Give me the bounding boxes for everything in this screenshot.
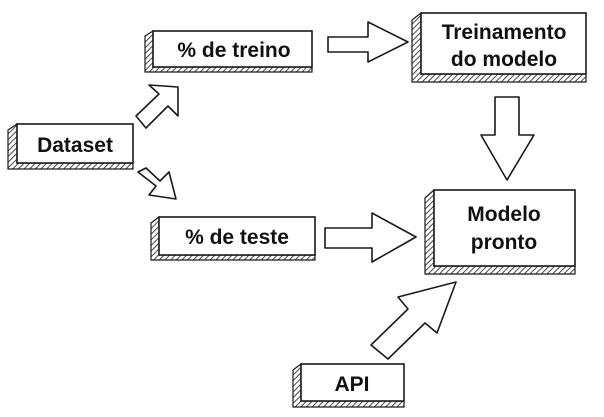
treinamento-label-line2: do modelo — [451, 48, 557, 71]
modelo-pronto-label-line2: pronto — [471, 231, 537, 254]
api-box: API — [292, 362, 405, 408]
treinamento-box: Treinamento do modelo — [411, 11, 587, 83]
dataset-box: Dataset — [7, 122, 134, 170]
arrow-dataset-to-treino — [135, 84, 179, 129]
modelo-pronto-label-line1: Modelo — [467, 203, 541, 226]
arrow-teste-to-modelo — [324, 212, 417, 263]
treino-label: % de treino — [177, 39, 290, 62]
treino-box: % de treino — [144, 29, 313, 73]
arrow-treinamento-to-modelo — [480, 96, 535, 181]
modelo-pronto-box: Modelo pronto — [424, 188, 576, 275]
arrow-treino-to-treinamento — [327, 21, 409, 63]
treinamento-label-line1: Treinamento — [442, 21, 567, 44]
teste-label: % de teste — [185, 226, 289, 249]
arrow-dataset-to-teste — [137, 167, 177, 200]
arrow-api-to-modelo — [370, 281, 457, 360]
api-label: API — [334, 373, 369, 396]
teste-box: % de teste — [150, 215, 316, 261]
dataset-label: Dataset — [37, 134, 113, 157]
